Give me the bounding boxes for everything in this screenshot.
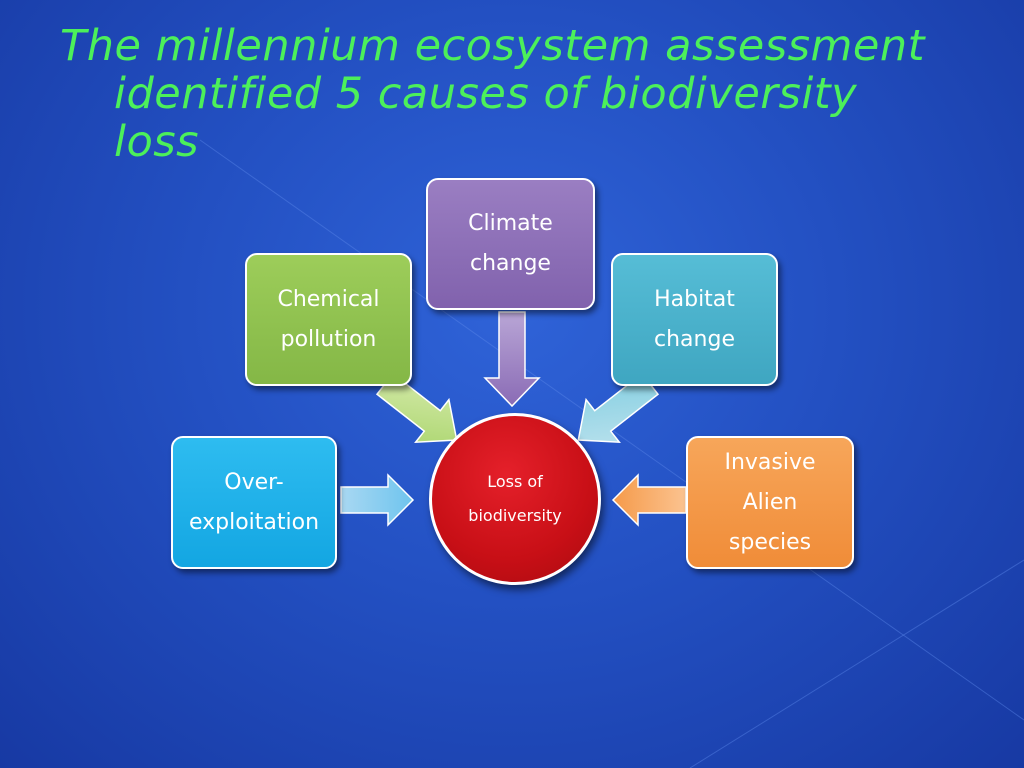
arrow-chemical — [375, 372, 458, 444]
arrow-overexploitation — [340, 473, 415, 527]
arrow-climate — [483, 311, 541, 408]
invasive-line-3: species — [728, 529, 812, 555]
hub-line-1: Loss of — [487, 472, 543, 491]
habitat-line-2: change — [654, 326, 735, 352]
overexploitation-line-2: exploitation — [188, 509, 320, 535]
invasive-species-box: Invasive Alien species — [686, 436, 854, 569]
chemical-pollution-box: Chemical pollution — [245, 253, 412, 386]
hub-line-2: biodiversity — [468, 506, 562, 525]
chemical-line-1: Chemical — [277, 286, 380, 312]
overexploitation-box: Over- exploitation — [171, 436, 337, 569]
climate-change-box: Climate change — [426, 178, 595, 310]
climate-line-1: Climate — [468, 211, 553, 236]
habitat-line-1: Habitat — [654, 286, 735, 312]
invasive-line-1: Invasive — [724, 449, 816, 475]
chemical-line-2: pollution — [280, 326, 377, 352]
slide-title: The millennium ecosystem assessment iden… — [60, 22, 980, 166]
title-line-3: loss — [114, 117, 200, 167]
loss-of-biodiversity-circle: Loss of biodiversity — [429, 413, 601, 585]
title-line-1: The millennium ecosystem assessment — [60, 21, 925, 71]
habitat-change-box: Habitat change — [611, 253, 778, 386]
climate-line-2: change — [470, 251, 551, 276]
invasive-line-2: Alien — [742, 489, 798, 515]
arrow-invasive — [611, 473, 687, 527]
title-line-2: identified 5 causes of biodiversity — [114, 69, 858, 119]
overexploitation-line-1: Over- — [224, 469, 284, 495]
